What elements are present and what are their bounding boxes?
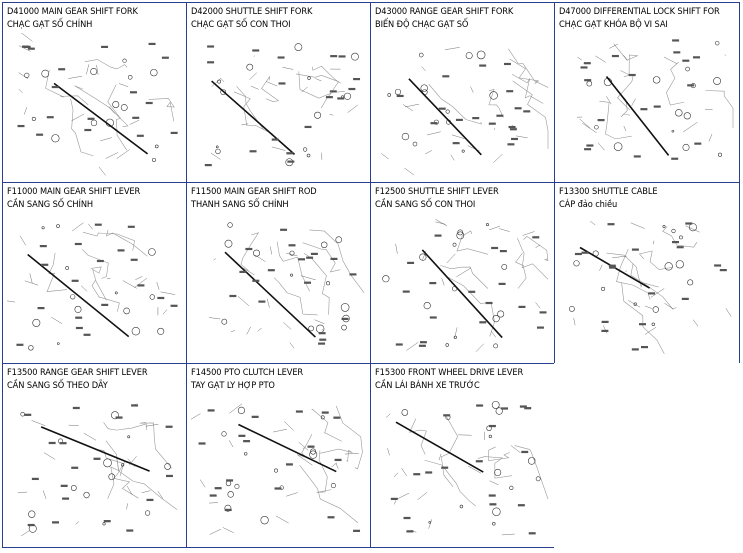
part-subtitle: CẦN SANG SỐ THEO DÃY [7,379,108,391]
part-title: FRONT WHEEL DRIVE LEVER [407,367,524,378]
part-code: F12500 [375,186,406,197]
part-code: D41000 [7,6,40,17]
shuttle-lever-diagram-icon [375,213,550,359]
pto-lever-diagram-icon [191,394,366,543]
cell-title: D47000 DIFFERENTIAL LOCK SHIFT FOR [559,6,720,19]
part-title: RANGE GEAR SHIFT FORK [409,6,514,17]
part-code: F15300 [375,367,406,378]
cell-title: F11500 MAIN GEAR SHIFT ROD [191,186,317,199]
cell-title: F15300 FRONT WHEEL DRIVE LEVER [375,367,523,380]
part-subtitle: CHẠC GẠT SỐ CHÍNH [7,18,93,30]
fwd-lever-diagram-icon [375,394,550,543]
diff-lock-diagram-icon [559,33,735,178]
part-subtitle: TAY GẠT LY HỢP PTO [191,379,275,391]
shift-rod-diagram-icon [191,213,366,359]
part-code: D42000 [191,6,224,17]
shuttle-fork-diagram-icon [191,33,366,178]
part-title: SHUTTLE SHIFT FORK [225,6,313,17]
cell-title: D43000 RANGE GEAR SHIFT FORK [375,6,513,19]
part-subtitle: CẦN SANG SỐ CHÍNH [7,198,94,210]
part-code: D43000 [375,6,408,17]
cell-title: F11000 MAIN GEAR SHIFT LEVER [7,186,140,199]
cell-title: D42000 SHUTTLE SHIFT FORK [191,6,312,19]
empty-cell [554,363,740,548]
main-lever-diagram-icon [7,213,182,359]
part-code: F14500 [191,367,222,378]
part-subtitle: BIẾN ĐỘ CHẠC GẠT SỐ [375,18,469,30]
part-title: RANGE GEAR SHIFT LEVER [39,367,148,378]
cell-title: F13500 RANGE GEAR SHIFT LEVER [7,367,148,380]
part-code: F13300 [559,186,590,197]
range-fork-diagram-icon [375,33,550,178]
cell-title: F12500 SHUTTLE SHIFT LEVER [375,186,499,199]
gear-shift-fork-diagram-icon [7,33,182,178]
part-code: D47000 [559,6,592,17]
part-title: MAIN GEAR SHIFT FORK [41,6,138,17]
part-title: PTO CLUTCH LEVER [223,367,304,378]
part-title: SHUTTLE CABLE [591,186,658,197]
cell-title: F14500 PTO CLUTCH LEVER [191,367,303,380]
part-subtitle: CHẠC GẠT SỐ CON THOI [191,18,291,30]
part-title: DIFFERENTIAL LOCK SHIFT FOR [593,6,720,17]
shuttle-cable-diagram-icon [559,213,735,359]
part-subtitle: CÁP đảo chiều [559,198,618,210]
range-lever-diagram-icon [7,394,182,543]
part-code: F13500 [7,367,38,378]
part-subtitle: THANH SANG SỐ CHÍNH [191,198,289,210]
part-subtitle: CHẠC GẠT KHÓA BỘ VI SAI [559,18,668,30]
part-subtitle: CẦN SANG SỐ CON THOI [375,198,476,210]
part-title: SHUTTLE SHIFT LEVER [407,186,499,197]
cell-title: D41000 MAIN GEAR SHIFT FORK [7,6,138,19]
part-title: MAIN GEAR SHIFT ROD [223,186,317,197]
cell-title: F13300 SHUTTLE CABLE [559,186,658,199]
part-title: MAIN GEAR SHIFT LEVER [39,186,141,197]
part-code: F11500 [191,186,222,197]
part-subtitle: CẦN LÁI BÁNH XE TRƯỚC [375,379,480,391]
part-code: F11000 [7,186,38,197]
